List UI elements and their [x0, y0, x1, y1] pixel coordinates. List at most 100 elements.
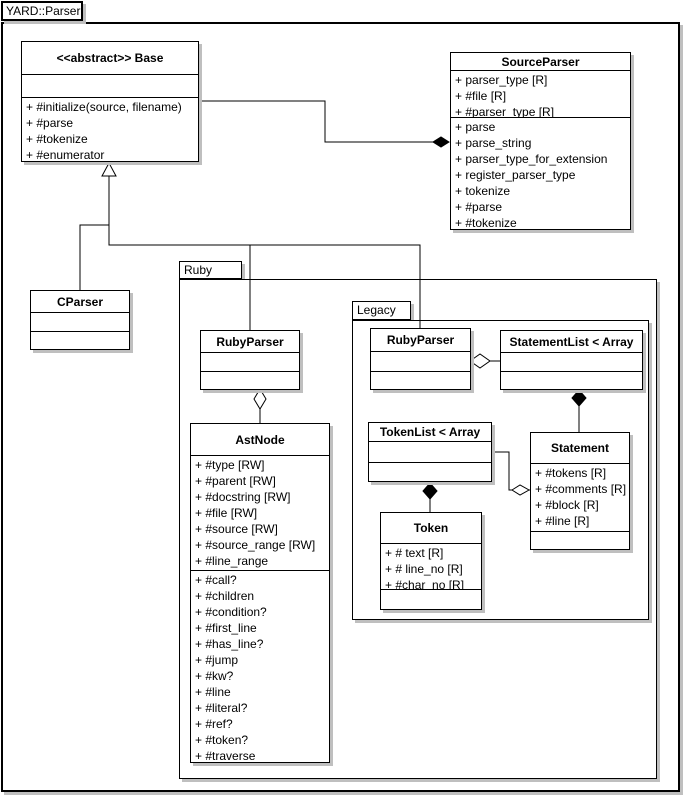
member-row: + #source_range [RW]: [195, 538, 316, 552]
hollow-diamond-icon: [511, 484, 531, 496]
class-box-base[interactable]: <<abstract>> Base + #initialize(source, …: [21, 41, 199, 162]
member-row: + #block [R]: [535, 498, 599, 512]
member-row: + #call?: [195, 573, 237, 587]
member-row: + tokenize: [455, 184, 511, 198]
class-title: RubyParser: [201, 331, 299, 353]
member-row: + #line [R]: [535, 514, 590, 528]
member-row: + #first_line: [195, 621, 257, 635]
member-row: + #literal?: [195, 701, 248, 715]
member-row: + # line_no [R]: [385, 562, 463, 576]
member-row: + #type [RW]: [195, 458, 265, 472]
class-box-statementlist[interactable]: StatementList < Array: [500, 330, 643, 390]
member-row: + parser_type [R]: [455, 73, 548, 87]
member-row: + #children: [195, 589, 255, 603]
class-attributes: [371, 352, 470, 372]
class-methods: [381, 590, 481, 609]
package-label-legacy: Legacy: [357, 303, 396, 317]
diagram-title: YARD::Parser: [6, 4, 81, 18]
member-row: + #tokens [R]: [535, 466, 607, 480]
member-row: + #line: [195, 685, 231, 699]
hollow-triangle-icon: [101, 161, 117, 177]
class-methods: + #call? + #children + #condition? + #first…: [191, 571, 329, 762]
member-row: + parser_type_for_extension: [455, 152, 608, 166]
member-row: + #file [RW]: [195, 506, 258, 520]
class-methods: [369, 463, 491, 481]
class-attributes: + parser_type [R]+ #file [R]+ #parser_ty…: [451, 71, 630, 118]
class-box-cparser[interactable]: CParser: [30, 290, 130, 350]
class-methods: [501, 372, 642, 389]
class-attributes: + #tokens [R] + #comments [R] + #block [R]…: [531, 464, 629, 532]
edge-statementlist-statement-composition: [571, 389, 587, 432]
edge-generalization-tree: [79, 161, 421, 330]
member-row: + #comments [R]: [535, 482, 627, 496]
class-box-ruby-rubyparser[interactable]: RubyParser: [200, 330, 300, 390]
package-tab-legacy[interactable]: Legacy: [352, 301, 411, 320]
class-title: CParser: [31, 291, 129, 313]
member-row: + #parse: [26, 116, 74, 130]
class-attributes: [22, 75, 198, 98]
class-box-legacy-rubyparser[interactable]: RubyParser: [370, 328, 471, 390]
hollow-diamond-icon: [469, 353, 491, 369]
class-attributes: [31, 313, 129, 332]
member-row: + #parse: [455, 200, 503, 214]
class-title: TokenList < Array: [369, 423, 491, 442]
member-row: + register_parser_type: [455, 168, 576, 182]
class-methods: [201, 372, 299, 389]
diagram-title-tab: YARD::Parser: [1, 1, 83, 21]
hollow-diamond-icon: [253, 388, 267, 410]
class-box-statement[interactable]: Statement + #tokens [R]+ #comments [R]+ …: [530, 432, 630, 550]
filled-diamond-icon: [432, 136, 450, 148]
member-row: + #docstring [RW]: [195, 490, 291, 504]
member-row: + #char_no [R]: [385, 578, 465, 590]
member-row: + #enumerator: [26, 148, 105, 161]
member-row: + #condition?: [195, 605, 267, 619]
member-row: + #traverse: [195, 749, 256, 762]
member-row: + # text [R]: [385, 546, 444, 560]
class-box-tokenlist[interactable]: TokenList < Array: [368, 422, 492, 482]
member-row: + #line_range: [195, 554, 269, 568]
class-methods: [31, 332, 129, 349]
class-box-astnode[interactable]: AstNode + #type [RW] + #parent [RW] + #doc…: [190, 423, 330, 763]
class-title: StatementList < Array: [501, 331, 642, 353]
member-row: + parse_string: [455, 136, 532, 150]
member-row: + parse: [455, 120, 496, 134]
class-box-token[interactable]: Token + # text [R] + # line_no [R] + #char…: [380, 512, 482, 610]
member-row: + #initialize(source, filename): [26, 100, 182, 114]
member-row: + #tokenize: [26, 132, 88, 146]
class-methods: + parse + parse_string + parser_type_for_e…: [451, 118, 630, 229]
member-row: + #tokenize: [455, 216, 517, 229]
class-attributes: [501, 353, 642, 372]
filled-diamond-icon: [571, 389, 587, 407]
class-methods: [371, 372, 470, 389]
class-methods: + #initialize(source, filename) + #parse +…: [22, 98, 198, 161]
edge-rubyparser-astnode-aggregation: [253, 388, 267, 423]
class-attributes: [201, 353, 299, 372]
member-row: + #parent [RW]: [195, 474, 276, 488]
package-label-ruby: Ruby: [184, 263, 213, 277]
package-tab-ruby[interactable]: Ruby: [179, 261, 242, 279]
class-box-sourceparser[interactable]: SourceParser + parser_type [R]+ #file [R…: [450, 52, 631, 230]
member-row: + #ref?: [195, 717, 233, 731]
class-title: AstNode: [191, 424, 329, 456]
member-row: + #kw?: [195, 669, 234, 683]
edge-base-sourceparser-composition: [199, 100, 450, 148]
class-methods: [531, 532, 629, 549]
class-attributes: [369, 442, 491, 463]
member-row: + #has_line?: [195, 637, 264, 651]
class-attributes: + #type [RW] + #parent [RW] + #docstring […: [191, 456, 329, 571]
edge-rubyparser-statementlist-aggregation: [469, 353, 500, 369]
member-row: + #parser_type [R]: [455, 105, 555, 118]
member-row: + #source [RW]: [195, 522, 278, 536]
class-title: SourceParser: [451, 53, 630, 71]
class-title: Token: [381, 513, 481, 544]
edge-tokenlist-token-composition: [422, 482, 438, 512]
class-attributes: + # text [R] + # line_no [R] + #char_no [R…: [381, 544, 481, 590]
class-title: <<abstract>> Base: [22, 42, 198, 75]
member-row: + #jump: [195, 653, 239, 667]
class-title: RubyParser: [371, 329, 470, 352]
class-title: Statement: [531, 433, 629, 464]
edge-tokenlist-statement-aggregation: [492, 451, 531, 496]
member-row: + #token?: [195, 733, 249, 747]
